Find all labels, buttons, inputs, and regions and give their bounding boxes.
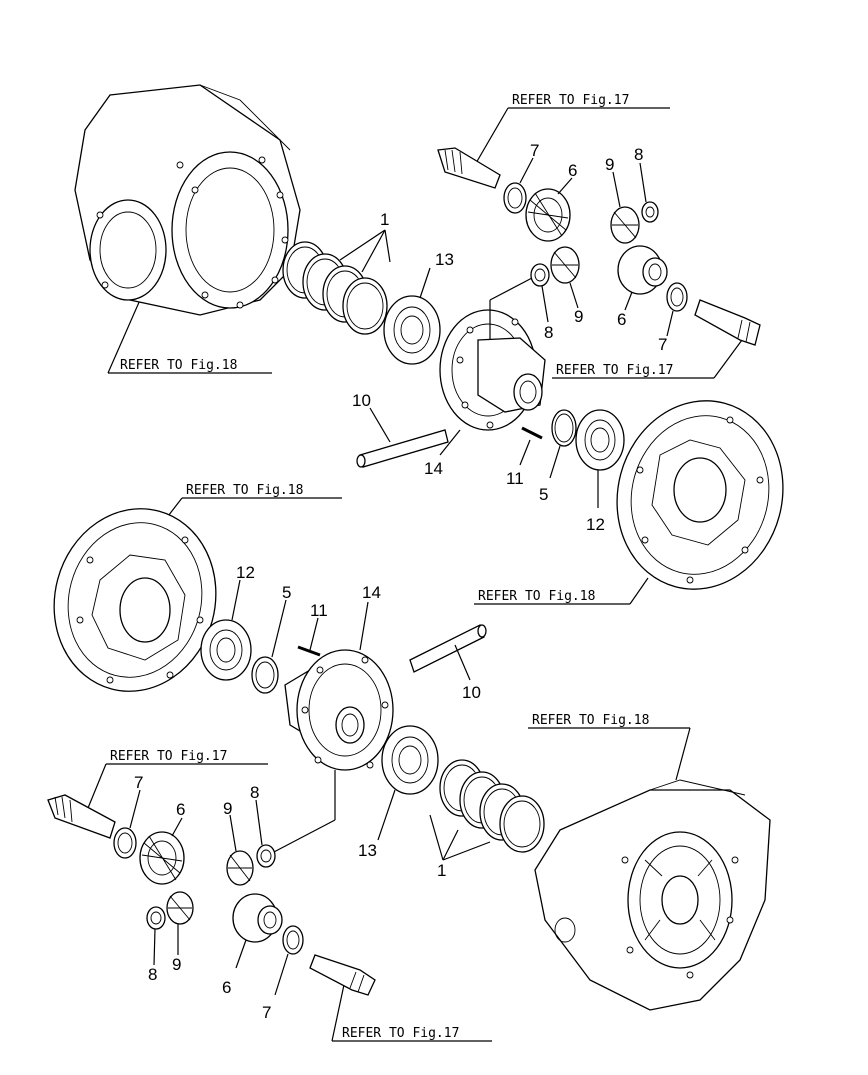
side-gear-6-lower-mid xyxy=(232,893,283,969)
part-number-10: 10 xyxy=(462,683,481,702)
pin-10-lower xyxy=(409,624,487,681)
washer-5-upper xyxy=(549,409,577,479)
washer-8-upper-lower xyxy=(530,263,550,323)
washer-8-upper xyxy=(639,162,659,223)
ref-left-fig18: REFER TO Fig.18 xyxy=(107,299,272,374)
diff-case-14-lower xyxy=(271,601,394,854)
ref-top-fig17: REFER TO Fig.17 xyxy=(471,93,670,171)
part-number-7: 7 xyxy=(134,773,143,792)
ref-label: REFER TO Fig.17 xyxy=(512,93,629,108)
part-number-labels: 1 13 7 6 9 8 8 9 6 7 10 14 11 5 12 12 5 … xyxy=(134,141,667,1022)
diff-case-14-upper xyxy=(439,277,546,456)
part-number-8: 8 xyxy=(148,965,157,984)
ref-lower-left-fig17: REFER TO Fig.17 xyxy=(87,749,268,809)
axle-shaft-upper-right xyxy=(694,299,761,346)
part-number-9: 9 xyxy=(605,155,614,174)
pin-10-upper xyxy=(356,407,449,468)
leader-1-lower xyxy=(429,814,491,861)
part-number-1: 1 xyxy=(380,210,389,229)
pinion-9-upper-lower xyxy=(550,246,580,309)
side-gear-6-upper-right xyxy=(617,245,668,311)
part-number-7: 7 xyxy=(262,1003,271,1022)
ref-label: REFER TO Fig.17 xyxy=(342,1026,459,1041)
ref-right-fig17: REFER TO Fig.17 xyxy=(552,339,743,379)
leader-1-upper xyxy=(339,229,391,273)
pinion-9-lower-left xyxy=(166,891,194,955)
part-number-7: 7 xyxy=(658,335,667,354)
washer-8-lower-mid xyxy=(255,799,276,868)
part-number-6: 6 xyxy=(568,161,577,180)
ref-label: REFER TO Fig.17 xyxy=(556,363,673,378)
pinion-9-upper xyxy=(610,171,640,244)
ref-label: REFER TO Fig.17 xyxy=(110,749,227,764)
part-number-9: 9 xyxy=(172,955,181,974)
washer-5-lower xyxy=(251,599,287,694)
part-number-7: 7 xyxy=(530,141,539,160)
part-number-12: 12 xyxy=(236,563,255,582)
part-number-11: 11 xyxy=(310,601,328,620)
pinion-9-lower-mid xyxy=(226,814,254,886)
ref-lower-right-fig18: REFER TO Fig.18 xyxy=(528,713,691,781)
washer-7-lower-left xyxy=(113,789,141,859)
part-number-8: 8 xyxy=(544,323,553,342)
part-number-8: 8 xyxy=(250,783,259,802)
ref-mid-right-fig18: REFER TO Fig.18 xyxy=(474,577,649,605)
ref-label: REFER TO Fig.18 xyxy=(120,358,237,373)
axle-shaft-lower-left xyxy=(47,794,116,839)
part-number-8: 8 xyxy=(634,145,643,164)
part-number-12: 12 xyxy=(586,515,605,534)
bearing-12-lower xyxy=(200,579,252,681)
part-number-6: 6 xyxy=(176,800,185,819)
shim-rings-lower xyxy=(439,759,545,853)
axle-housing-lower-right xyxy=(534,779,771,1011)
bearing-13-lower xyxy=(377,725,439,841)
part-number-9: 9 xyxy=(574,307,583,326)
washer-7-upper-right xyxy=(666,282,688,337)
bolt-holes xyxy=(96,156,289,309)
ref-label: REFER TO Fig.18 xyxy=(186,483,303,498)
side-gear-6-lower-left xyxy=(139,817,185,885)
part-number-11: 11 xyxy=(506,469,524,488)
axle-cover-upper-right xyxy=(616,400,784,590)
part-number-9: 9 xyxy=(223,799,232,818)
axle-housing-upper-left xyxy=(74,84,301,316)
side-gear-6-upper xyxy=(525,177,573,242)
ref-label: REFER TO Fig.18 xyxy=(478,589,595,604)
ref-bottom-fig17: REFER TO Fig.17 xyxy=(331,979,492,1042)
bearing-12-upper xyxy=(575,409,625,508)
part-number-1: 1 xyxy=(437,861,446,880)
part-number-6: 6 xyxy=(222,978,231,997)
axle-shaft-upper-left xyxy=(437,147,501,189)
washer-7-lower-mid xyxy=(274,925,304,996)
part-number-14: 14 xyxy=(424,459,443,478)
ref-mid-left-fig18: REFER TO Fig.18 xyxy=(164,483,342,521)
part-number-5: 5 xyxy=(539,485,548,504)
part-number-13: 13 xyxy=(358,841,377,860)
axle-shaft-lower-right xyxy=(309,954,376,996)
bearing-13-upper xyxy=(383,267,441,365)
shim-rings-upper xyxy=(282,241,388,335)
part-number-6: 6 xyxy=(617,310,626,329)
part-number-14: 14 xyxy=(362,583,381,602)
axle-cover-lower-left xyxy=(53,508,217,692)
part-number-10: 10 xyxy=(352,391,371,410)
washer-7-upper-left xyxy=(503,157,534,214)
part-number-13: 13 xyxy=(435,250,454,269)
roll-pin-11-lower xyxy=(297,617,321,657)
part-number-5: 5 xyxy=(282,583,291,602)
ref-label: REFER TO Fig.18 xyxy=(532,713,649,728)
roll-pin-11-upper xyxy=(519,426,543,466)
washer-8-lower-left xyxy=(146,906,166,966)
